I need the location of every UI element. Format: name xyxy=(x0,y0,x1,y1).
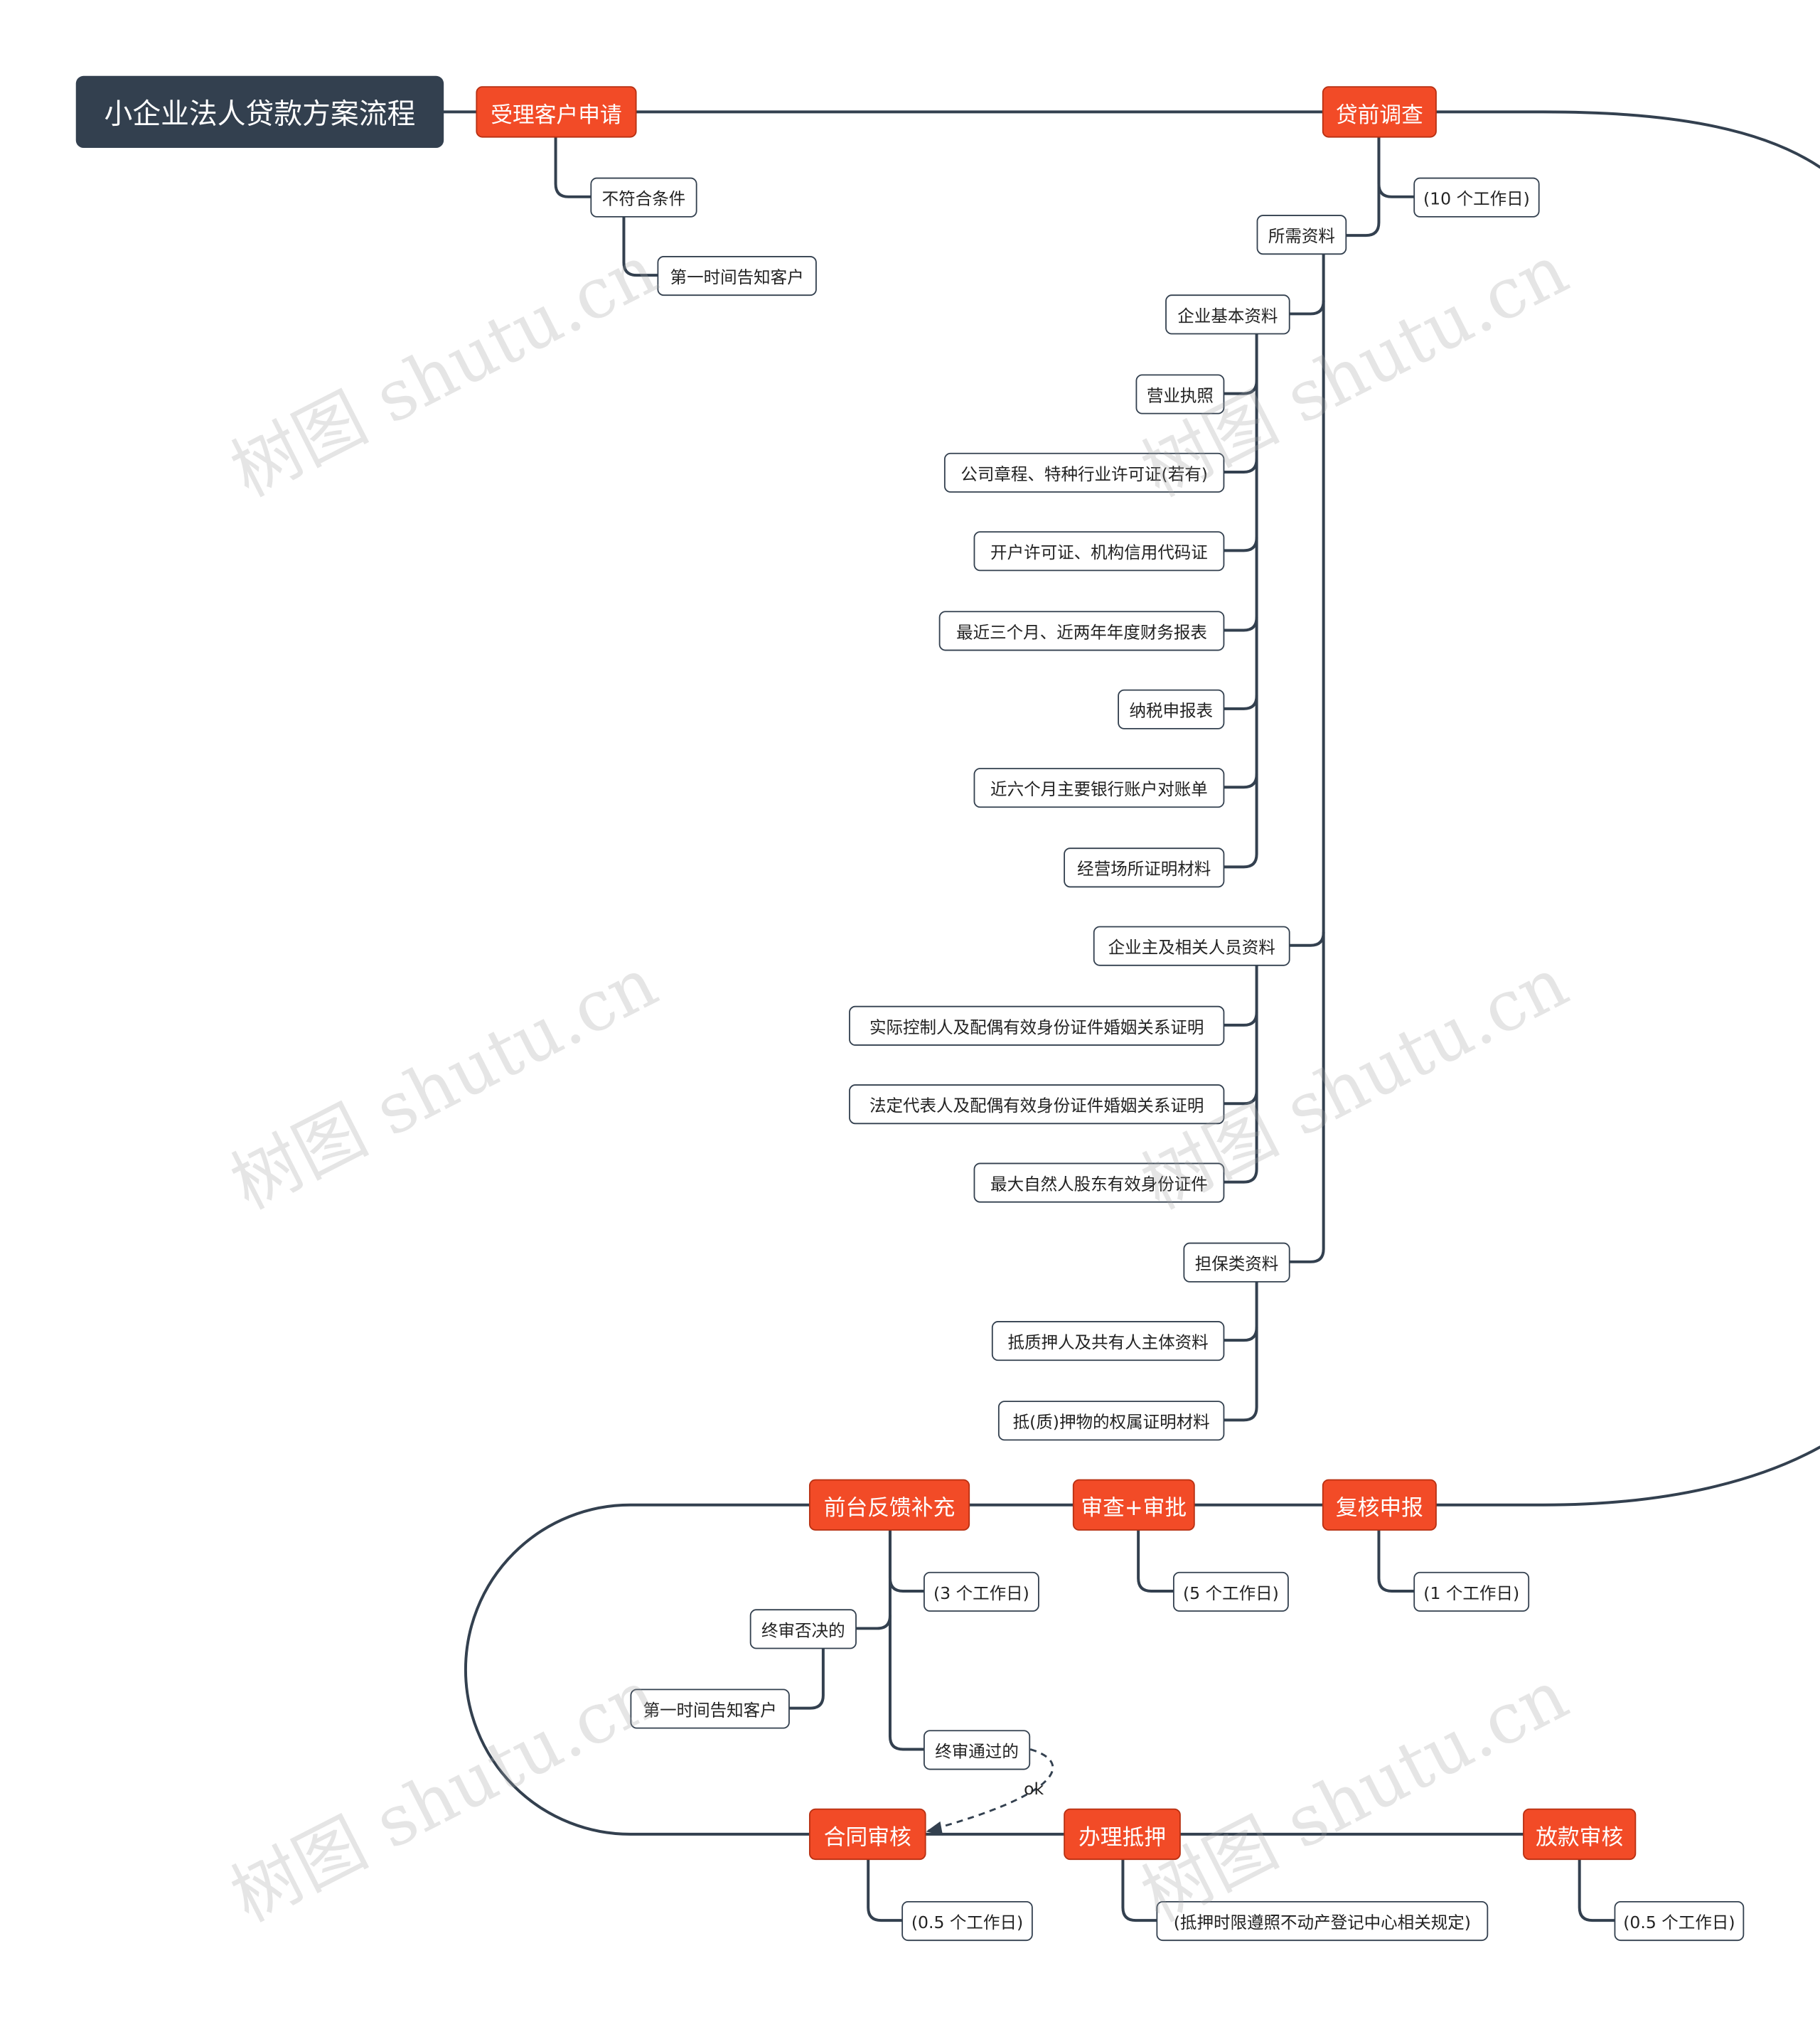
node-survey-duration[interactable]: (10 个工作日) xyxy=(1413,177,1540,218)
node-owner-related[interactable]: 企业主及相关人员资料 xyxy=(1093,926,1290,966)
node-owner-item[interactable]: 实际控制人及配偶有效身份证件婚姻关系证明 xyxy=(849,1005,1225,1046)
node-enterprise-basic[interactable]: 企业基本资料 xyxy=(1165,294,1290,335)
node-guarantee[interactable]: 担保类资料 xyxy=(1183,1242,1290,1283)
step-contract-review[interactable]: 合同审核 xyxy=(808,1808,926,1861)
step-accept-application[interactable]: 受理客户申请 xyxy=(476,86,637,138)
node-guarantee-item[interactable]: 抵(质)押物的权属证明材料 xyxy=(997,1401,1225,1441)
node-guarantee-item[interactable]: 抵质押人及共有人主体资料 xyxy=(991,1321,1225,1361)
node-review-report-duration[interactable]: (1 个工作日) xyxy=(1413,1571,1530,1612)
root-title[interactable]: 小企业法人贷款方案流程 xyxy=(75,75,444,149)
node-final-rejected[interactable]: 终审否决的 xyxy=(749,1609,857,1649)
node-enterprise-item[interactable]: 近六个月主要银行账户对账单 xyxy=(973,768,1225,808)
node-enterprise-item[interactable]: 纳税申报表 xyxy=(1118,689,1225,729)
node-feedback-duration[interactable]: (3 个工作日) xyxy=(923,1571,1039,1612)
node-owner-item[interactable]: 最大自然人股东有效身份证件 xyxy=(973,1162,1225,1203)
node-enterprise-item[interactable]: 公司章程、特种行业许可证(若有) xyxy=(943,452,1225,493)
step-pre-loan-survey[interactable]: 贷前调查 xyxy=(1322,86,1437,138)
link-label-ok: ok xyxy=(1024,1780,1044,1800)
node-loan-review-duration[interactable]: (0.5 个工作日) xyxy=(1614,1900,1745,1942)
node-enterprise-item[interactable]: 经营场所证明材料 xyxy=(1064,847,1225,888)
node-owner-item[interactable]: 法定代表人及配偶有效身份证件婚姻关系证明 xyxy=(849,1084,1225,1125)
node-notify-customer[interactable]: 第一时间告知客户 xyxy=(657,256,817,296)
node-final-passed[interactable]: 终审通过的 xyxy=(923,1730,1031,1770)
node-contract-duration[interactable]: (0.5 个工作日) xyxy=(901,1900,1033,1942)
node-mortgage-duration[interactable]: (抵押时限遵照不动产登记中心相关规定) xyxy=(1156,1900,1489,1942)
step-loan-review[interactable]: 放款审核 xyxy=(1523,1808,1637,1861)
node-review-approve-duration[interactable]: (5 个工作日) xyxy=(1172,1571,1289,1612)
node-required-materials[interactable]: 所需资料 xyxy=(1256,215,1347,255)
step-review-report[interactable]: 复核申报 xyxy=(1322,1479,1437,1531)
node-notify-customer-rejected[interactable]: 第一时间告知客户 xyxy=(630,1689,790,1729)
node-enterprise-item[interactable]: 开户许可证、机构信用代码证 xyxy=(973,531,1225,572)
step-mortgage[interactable]: 办理抵押 xyxy=(1064,1808,1181,1861)
step-front-feedback[interactable]: 前台反馈补充 xyxy=(808,1479,970,1531)
node-not-qualified[interactable]: 不符合条件 xyxy=(590,177,697,218)
node-enterprise-item[interactable]: 营业执照 xyxy=(1135,374,1225,414)
step-review-approve[interactable]: 审查+审批 xyxy=(1072,1479,1195,1531)
node-enterprise-item[interactable]: 最近三个月、近两年年度财务报表 xyxy=(938,611,1225,651)
